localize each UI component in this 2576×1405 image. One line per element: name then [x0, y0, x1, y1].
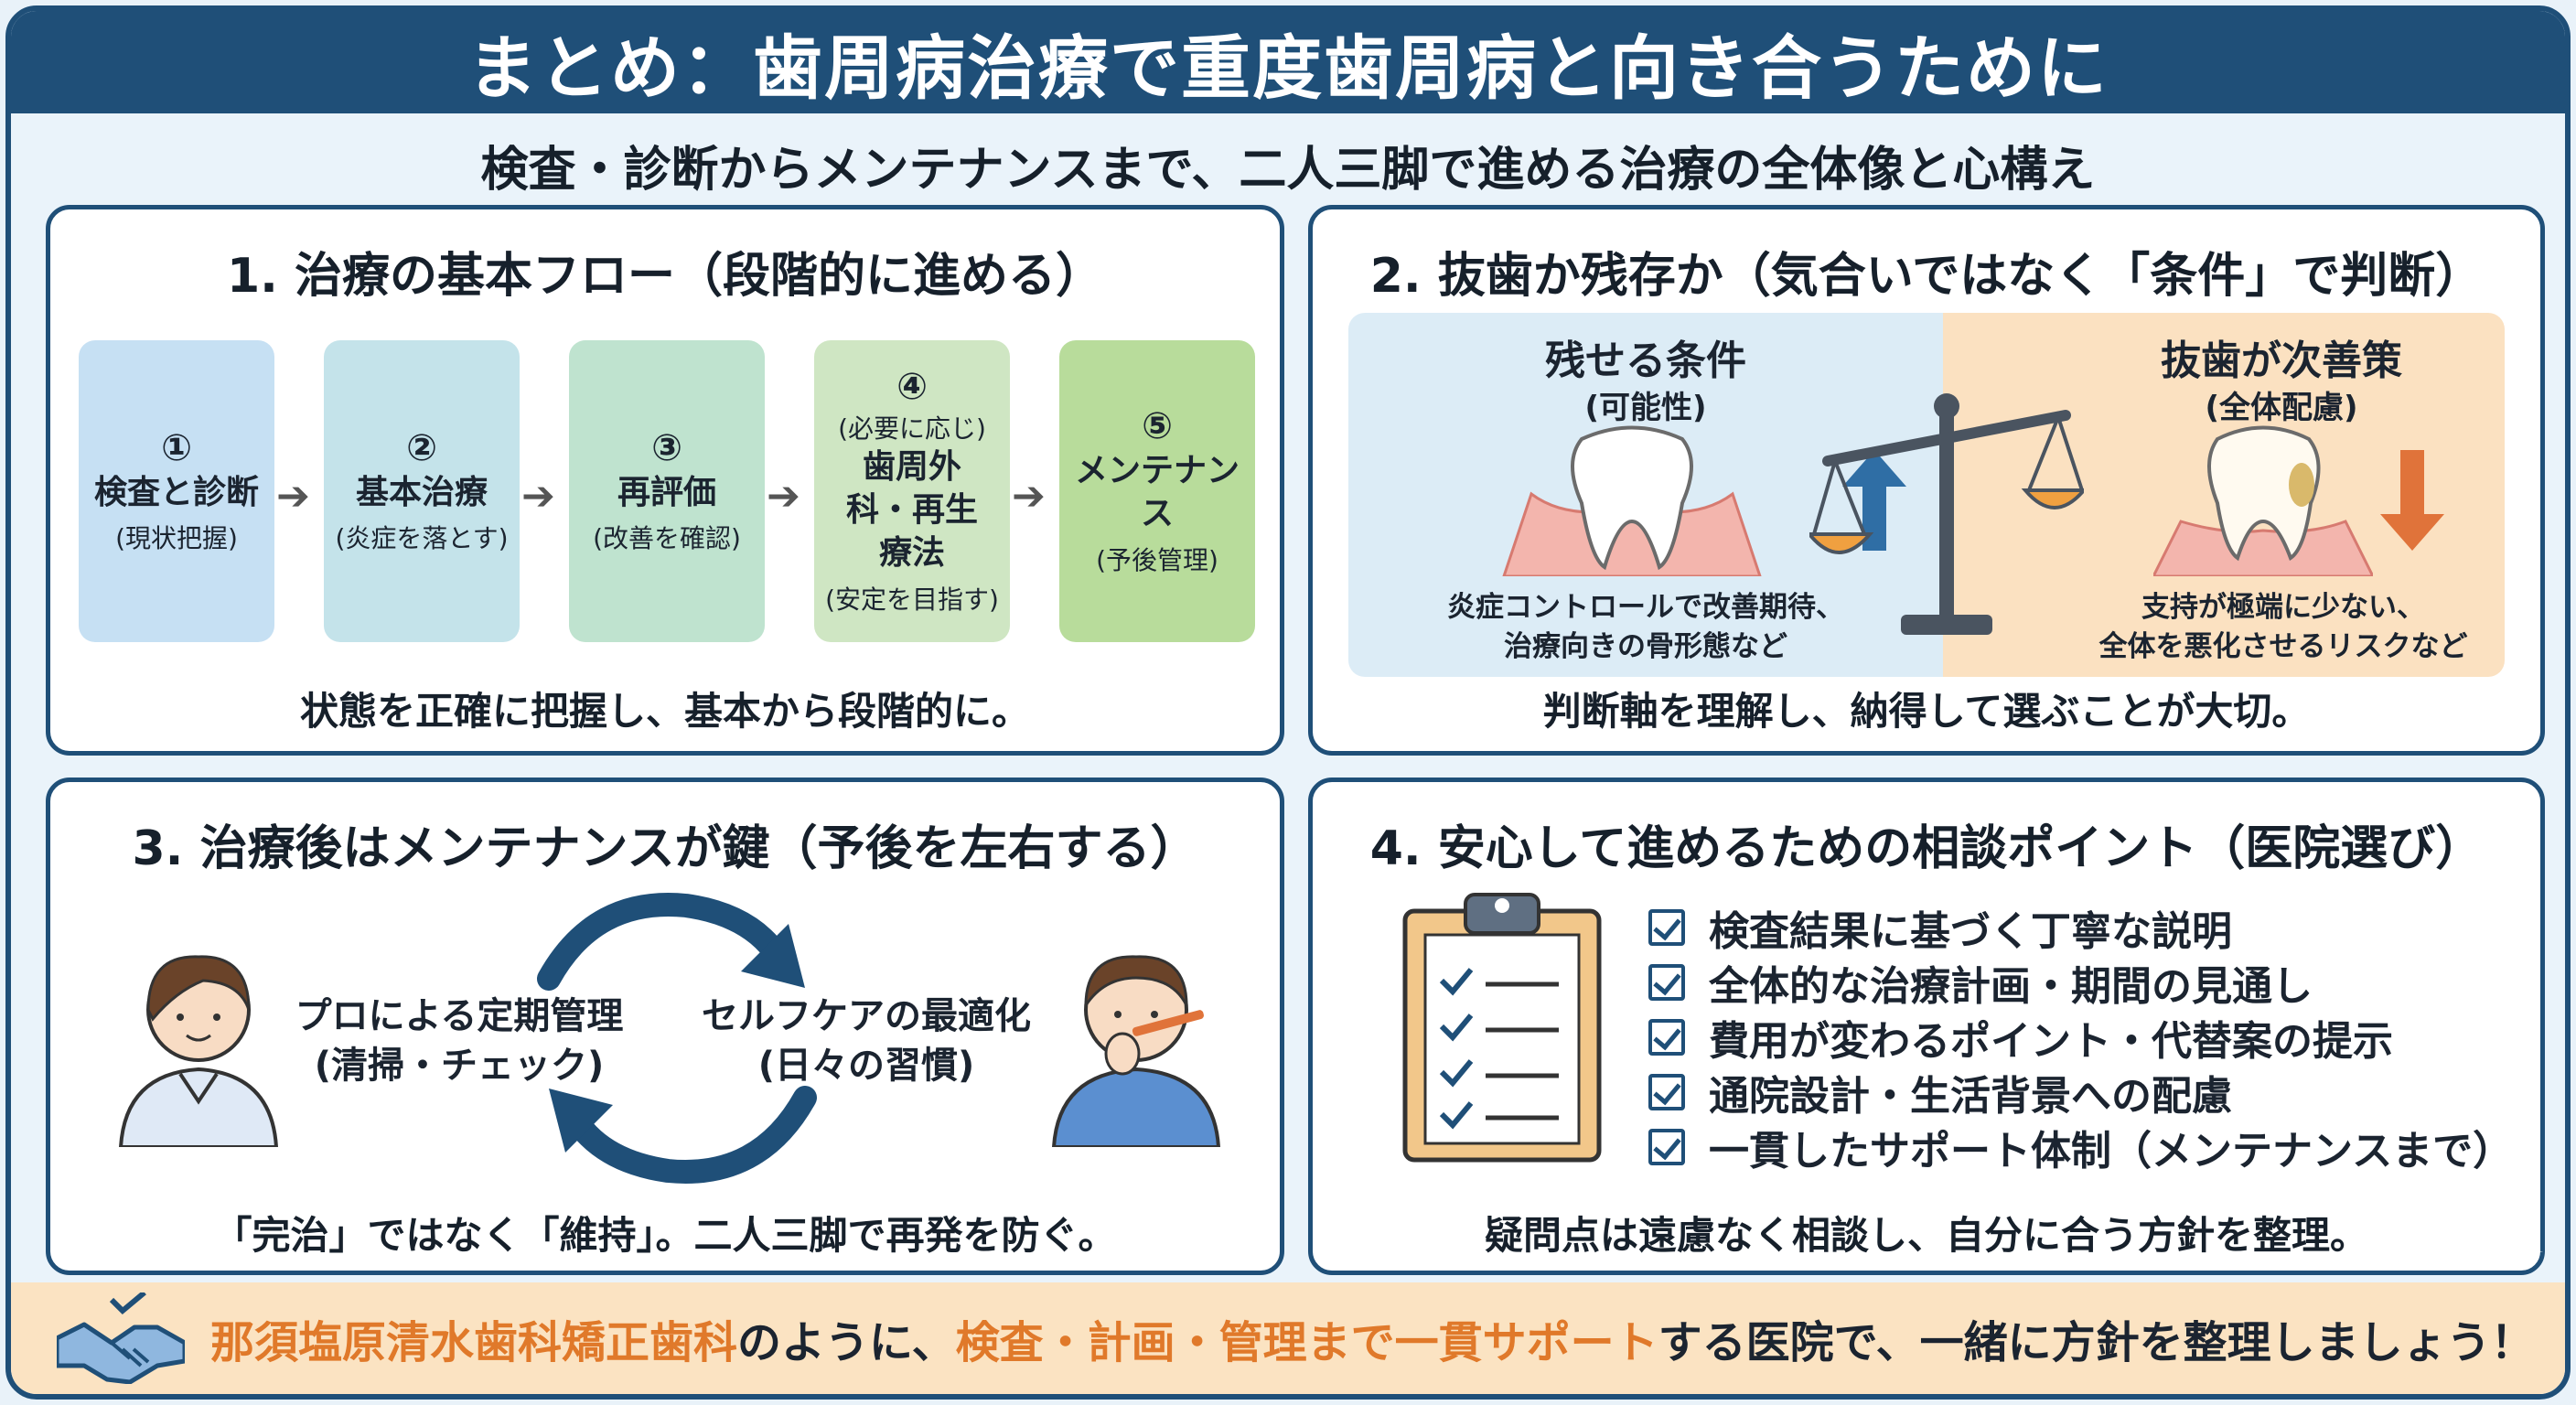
footer-text-2: する医院で、一緒に方針を整理しましょう！ — [1658, 1317, 2535, 1368]
checklist-item: 全体的な治療計画・期間の見通し — [1648, 953, 2313, 1012]
arrow-right-icon: ➔ — [1012, 473, 1046, 520]
damaged-tooth-icon — [2153, 425, 2373, 576]
dental-staff-icon — [118, 955, 279, 1147]
step-name: 歯周外科・再生療法 — [845, 448, 978, 572]
checklist-item: 費用が変わるポイント・代替案の提示 — [1648, 1008, 2393, 1067]
panel-footer: 状態を正確に把握し、基本から段階的に。 — [299, 689, 1030, 734]
arrow-right-icon: ➔ — [276, 473, 310, 520]
step-note: (炎症を落とす) — [335, 523, 509, 554]
flow-step-5: ⑤ メンテナンス (予後管理) — [1059, 340, 1255, 642]
arrow-right-icon: ➔ — [767, 473, 800, 520]
panel-title: 4. 安心して進めるための相談ポイント（医院選び） — [1369, 821, 2484, 876]
checklist-item: 検査結果に基づく丁寧な説明 — [1648, 898, 2232, 957]
keep-subtitle: (可能性) — [1584, 390, 1707, 426]
panel-footer: 疑問点は遠慮なく相談し、自分に合う方針を整理。 — [1484, 1213, 2368, 1258]
extract-subtitle: (全体配慮) — [2205, 390, 2358, 426]
panel-footer: 「完治」ではなく「維持」。二人三脚で再発を防ぐ。 — [213, 1213, 1117, 1258]
step-number: ③ — [651, 426, 682, 469]
pro-care-title: プロによる定期管理 — [295, 995, 624, 1037]
extract-note-line2: 全体を悪化させるリスクなど — [2098, 630, 2468, 663]
keep-note-line1: 炎症コントロールで改善期待、 — [1447, 591, 1844, 624]
step-note: (予後管理) — [1096, 544, 1218, 575]
step-note: (安定を目指す) — [825, 584, 999, 615]
pro-care-label: プロによる定期管理 (清掃・チェック) — [258, 992, 660, 1090]
panel-title: 3. 治療後はメンテナンスが鍵（予後を左右する） — [132, 821, 1198, 876]
page-title: まとめ：歯周病治療で重度歯周病と向き合うために — [11, 11, 2565, 113]
step-name: 基本治療 — [355, 473, 488, 511]
step-number: ② — [406, 426, 437, 469]
keep-note-line2: 治療向きの骨形態など — [1504, 630, 1787, 663]
checklist-item-label: 一貫したサポート体制（メンテナンスまで） — [1709, 1128, 2514, 1174]
checklist-item-label: 全体的な治療計画・期間の見通し — [1709, 963, 2313, 1010]
sparkle-icon: ✦ — [2509, 1228, 2545, 1277]
checkbox-checked-icon — [1648, 1019, 1685, 1056]
clipboard-checklist-icon — [1402, 893, 1602, 1163]
checklist-item-label: 検査結果に基づく丁寧な説明 — [1709, 908, 2232, 955]
arrow-down-icon — [2380, 450, 2444, 551]
step-name: 検査と診断 — [93, 473, 259, 511]
checklist-item: 通院設計・生活背景への配慮 — [1648, 1063, 2232, 1121]
footer-banner: 那須塩原清水歯科矯正歯科 のように、 検査・計画・管理まで一貫サポート する医院… — [11, 1282, 2565, 1394]
step-condition: (必要に応じ) — [838, 413, 986, 445]
clinic-name: 那須塩原清水歯科矯正歯科 — [210, 1317, 738, 1368]
step-name: メンテナンス — [1074, 452, 1240, 532]
extract-note-line1: 支持が極端に少ない、 — [2141, 591, 2425, 624]
arrow-right-icon: ➔ — [521, 473, 555, 520]
arrow-up-icon — [1842, 450, 1906, 551]
extract-title: 抜歯が次善策 — [2161, 338, 2402, 384]
checklist-item-label: 通院設計・生活背景への配慮 — [1709, 1073, 2232, 1120]
pro-care-note: (清掃・チェック) — [314, 1045, 605, 1087]
self-care-title: セルフケアの最適化 — [702, 995, 1031, 1037]
panel-maintenance: 3. 治療後はメンテナンスが鍵（予後を左右する） 「完治」ではなく「維持」。二人… — [46, 778, 1284, 1275]
self-care-label: セルフケアの最適化 (日々の習慣) — [679, 992, 1054, 1090]
flow-step-4: ④ (必要に応じ) 歯周外科・再生療法 (安定を目指す) — [814, 340, 1010, 642]
checkbox-checked-icon — [1648, 1129, 1685, 1165]
balance-scale-icon — [1809, 393, 2084, 635]
flow-step-2: ② 基本治療 (炎症を落とす) — [324, 340, 520, 642]
extract-conditions: 抜歯が次善策 (全体配慮) 支持が極端に少ない、 全体を悪化させるリスクなど — [1943, 313, 2505, 677]
keep-conditions: 残せる条件 (可能性) 炎症コントロールで改善期待、 治療向きの骨形態など — [1348, 313, 1943, 677]
checklist-item-label: 費用が変わるポイント・代替案の提示 — [1709, 1018, 2393, 1065]
checklist-item: 一貫したサポート体制（メンテナンスまで） — [1648, 1118, 2513, 1176]
step-note: (現状把握) — [115, 523, 238, 554]
step-number: ⑤ — [1142, 405, 1173, 448]
page-subtitle: 検査・診断からメンテナンスまで、二人三脚で進める治療の全体像と心構え — [480, 142, 2096, 198]
step-number: ④ — [896, 366, 928, 409]
panel-consultation: 4. 安心して進めるための相談ポイント（医院選び） 疑問点は遠慮なく相談し、自分… — [1308, 778, 2545, 1275]
step-number: ① — [161, 426, 192, 469]
keep-title: 残せる条件 — [1545, 338, 1746, 384]
step-note: (改善を確認) — [593, 523, 741, 554]
brushing-person-icon — [1051, 955, 1221, 1147]
checkbox-checked-icon — [1648, 1074, 1685, 1110]
healthy-tooth-icon — [1502, 425, 1762, 576]
flow-step-1: ① 検査と診断 (現状把握) — [79, 340, 274, 642]
footer-text-1: のように、 — [737, 1317, 956, 1368]
support-highlight: 検査・計画・管理まで一貫サポート — [955, 1317, 1658, 1368]
step-name: 再評価 — [617, 473, 716, 511]
flow-step-3: ③ 再評価 (改善を確認) — [569, 340, 765, 642]
checkbox-checked-icon — [1648, 964, 1685, 1001]
panel-footer: 判断軸を理解し、納得して選ぶことが大切。 — [1542, 689, 2311, 734]
cycle-arrows-icon — [537, 893, 817, 1184]
checkbox-checked-icon — [1648, 909, 1685, 946]
self-care-note: (日々の習慣) — [757, 1045, 975, 1087]
panel-title: 2. 抜歯か残存か（気合いではなく「条件」で判断） — [1369, 249, 2484, 304]
handshake-icon — [57, 1292, 185, 1384]
infographic-frame: まとめ：歯周病治療で重度歯周病と向き合うために 検査・診断からメンテナンスまで、… — [5, 5, 2571, 1400]
panel-title: 1. 治療の基本フロー（段階的に進める） — [226, 249, 1104, 304]
